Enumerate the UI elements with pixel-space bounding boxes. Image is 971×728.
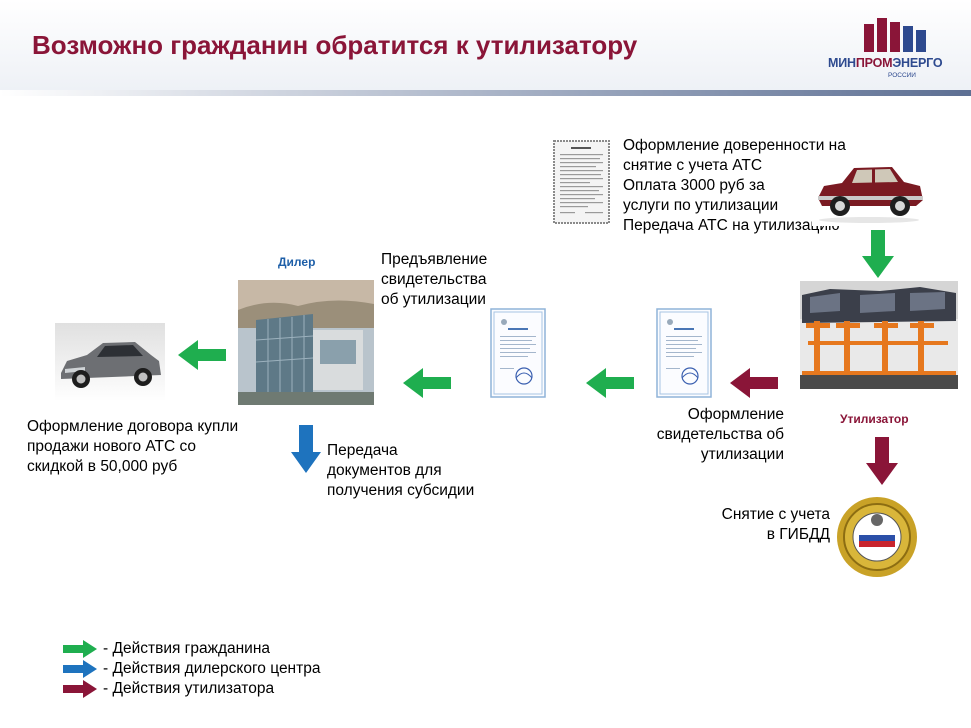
- header-divider: [0, 90, 971, 96]
- citizen-arrow-down-icon: [862, 230, 894, 278]
- recycler-label: Утилизатор: [840, 412, 909, 426]
- legend-item-citizen: - Действия гражданина: [63, 640, 383, 658]
- transfer-documents-subsidy-text: Передача документов для получения субсид…: [327, 442, 475, 499]
- legend-dealer-label: - Действия дилерского центра: [103, 660, 321, 677]
- header-bar: [0, 0, 971, 90]
- recycler-arrow-down-icon: [866, 437, 898, 485]
- recycling-certificate-document: [656, 308, 712, 398]
- logo-emblem-icon: [864, 18, 926, 52]
- owner-actions-text: Оформление доверенности на снятие с учет…: [623, 137, 846, 234]
- legend-item-dealer: - Действия дилерского центра: [63, 660, 383, 678]
- citizen-arrow-left-icon: [178, 340, 226, 370]
- slide-title: Возможно гражданин обратится к утилизато…: [32, 30, 638, 60]
- gibdd-emblem: [836, 496, 918, 578]
- legend-citizen-label: - Действия гражданина: [103, 640, 271, 657]
- dealer-label: Дилер: [278, 255, 316, 269]
- legend-recycler-arrow-icon: [63, 680, 97, 698]
- citizen-arrow-left-icon: [403, 368, 451, 398]
- dealer-building-photo: [238, 280, 374, 405]
- logo-text-rossii: РОССИИ: [888, 72, 916, 79]
- recycling-certificate-copy-document: [490, 308, 546, 398]
- logo-text-energo: ЭНЕРГО: [892, 56, 943, 70]
- dealer-arrow-down-icon: [291, 425, 321, 473]
- citizen-arrow-left-icon: [586, 368, 634, 398]
- new-car-contract-text: Оформление договора купли продажи нового…: [27, 418, 239, 475]
- minpromenergo-logo: МИНПРОМЭНЕРГО РОССИИ: [826, 14, 961, 86]
- legend-item-recycler: - Действия утилизатора: [63, 680, 383, 698]
- recycler-arrow-left-icon: [730, 368, 778, 398]
- legend-citizen-arrow-icon: [63, 640, 97, 658]
- logo-text-prom: ПРОМ: [855, 56, 893, 70]
- recycling-plant-photo: [800, 281, 958, 389]
- power-of-attorney-document: [553, 140, 610, 224]
- old-car-photo: [812, 156, 927, 226]
- gibdd-deregistration-text: Снятие с учета в ГИБДД: [721, 506, 830, 543]
- new-car-photo: [55, 323, 165, 401]
- recycling-certificate-issue-text: Оформление свидетельства об утилизации: [656, 406, 784, 463]
- legend-dealer-arrow-icon: [63, 660, 97, 678]
- logo-text-min: МИН: [828, 56, 856, 70]
- legend-recycler-label: - Действия утилизатора: [103, 680, 275, 697]
- present-certificate-text: Предъявление свидетельства об утилизации: [381, 251, 488, 308]
